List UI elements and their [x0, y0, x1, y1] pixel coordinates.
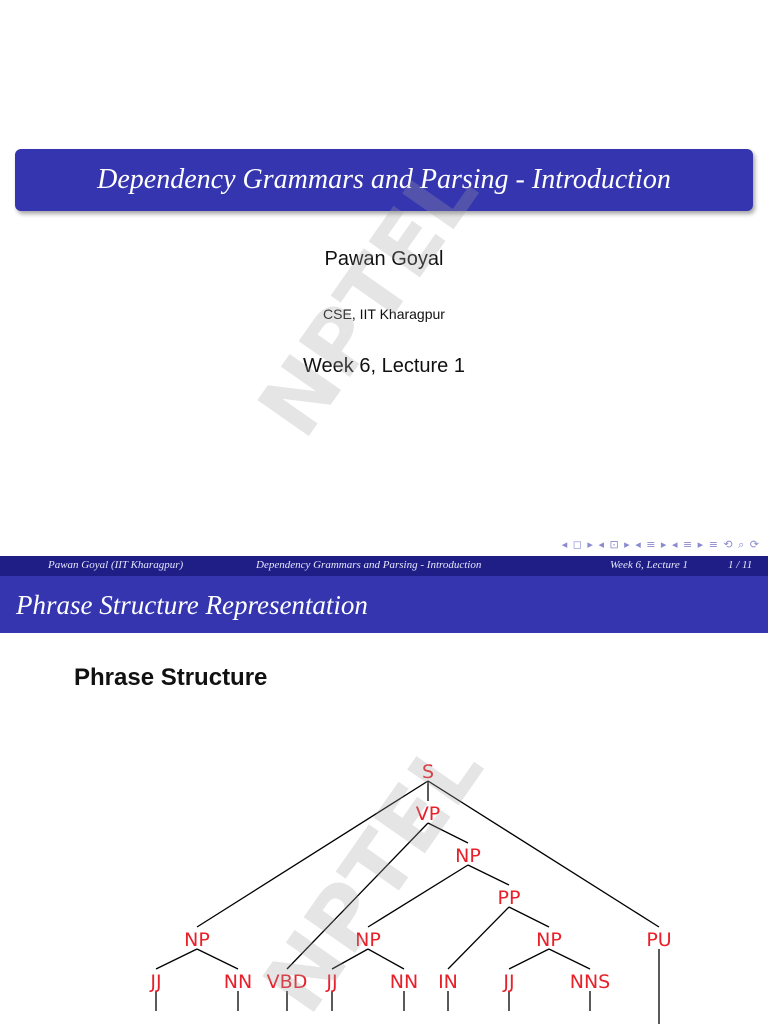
tree-node-JJ3: JJ — [502, 971, 514, 993]
tree-edge-NP3-JJ3 — [508, 948, 550, 970]
tree-node-IN: IN — [438, 971, 458, 993]
tree-node-PU: PU — [646, 929, 671, 951]
tree-edge-NP2-NN2 — [367, 948, 405, 970]
tree-node-NP1: NP — [455, 845, 481, 867]
tree-edge-VP-VBD — [286, 822, 429, 970]
title-banner: Dependency Grammars and Parsing - Introd… — [15, 149, 753, 211]
footer-author: Pawan Goyal (IIT Kharagpur) — [48, 559, 184, 571]
tree-node-NNS: NNS — [570, 971, 611, 993]
footer-bar: Pawan Goyal (IIT Kharagpur) Dependency G… — [0, 556, 768, 576]
footer-title: Dependency Grammars and Parsing - Introd… — [256, 559, 482, 571]
section-heading: Phrase Structure — [74, 664, 268, 691]
institution: CSE, IIT Kharagpur — [323, 306, 445, 322]
slide-title: Dependency Grammars and Parsing - Introd… — [97, 164, 671, 195]
tree-edge-NPs-NN1 — [196, 948, 239, 970]
beamer-nav-icons[interactable]: ◂ ◻ ▸ ◂ ⊡ ▸ ◂ ≡ ▸ ◂ ≡ ▸ ≡ ⟲ ⌕ ⟳ — [561, 538, 760, 551]
title-slide: Dependency Grammars and Parsing - Introd… — [15, 145, 760, 551]
tree-node-JJ1: JJ — [149, 971, 161, 993]
tree-edge-NP3-NNS — [548, 948, 591, 970]
phrase-structure-tree: S VP NP PP NP NP NP PU JJ NN VBD JJ NN IN JJ NNS — [149, 761, 672, 1024]
tree-edge-NP1-NP2 — [367, 864, 469, 928]
tree-node-S: S — [422, 761, 434, 783]
author-name: Pawan Goyal — [324, 248, 444, 270]
tree-node-NP3: NP — [536, 929, 562, 951]
lecture-week: Week 6, Lecture 1 — [303, 355, 465, 377]
frame-title-bar: Phrase Structure Representation — [0, 576, 768, 633]
tree-node-JJ2: JJ — [325, 971, 337, 993]
tree-node-VP: VP — [416, 803, 440, 825]
tree-edge-S-PU — [427, 780, 660, 928]
footer-week: Week 6, Lecture 1 — [610, 559, 688, 571]
tree-edge-VP-NP1 — [427, 822, 469, 844]
tree-node-NN2: NN — [390, 971, 418, 993]
tree-edge-PP-NP3 — [508, 906, 550, 928]
tree-edge-PP-IN — [447, 906, 510, 970]
tree-edge-NP2-JJ2 — [331, 948, 369, 970]
tree-node-PP: PP — [498, 887, 521, 909]
footer-page: 1 / 11 — [728, 559, 753, 571]
phrase-structure-slide: Pawan Goyal (IIT Kharagpur) Dependency G… — [0, 556, 768, 1024]
tree-node-NPs: NP — [184, 929, 210, 951]
tree-node-VBD: VBD — [267, 971, 308, 993]
tree-edge-NPs-JJ1 — [155, 948, 198, 970]
frame-title: Phrase Structure Representation — [16, 590, 368, 620]
tree-edge-NP1-PP — [467, 864, 510, 886]
tree-node-NN1: NN — [224, 971, 252, 993]
tree-edge-S-NPs — [196, 780, 429, 928]
tree-node-NP2: NP — [355, 929, 381, 951]
